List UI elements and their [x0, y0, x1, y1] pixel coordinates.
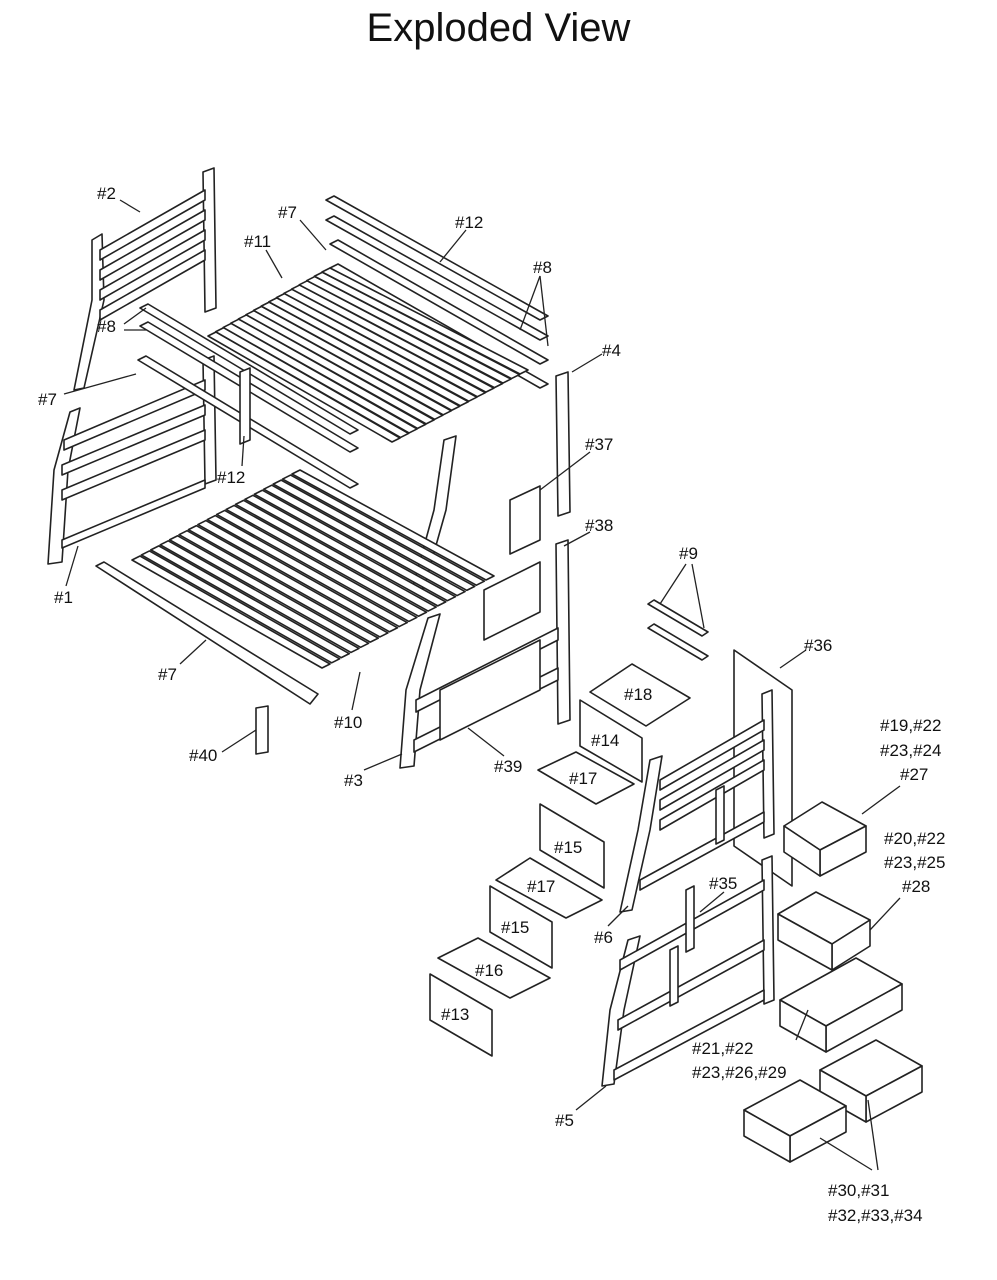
- label-drawer-28-c: #28: [902, 877, 930, 896]
- part-12-post: [239, 367, 251, 445]
- part-12-rail: [325, 195, 549, 321]
- label-part-2: #2: [97, 184, 116, 203]
- slat: [262, 484, 466, 597]
- slat: [234, 499, 437, 612]
- label-part-35: #35: [709, 874, 737, 893]
- part-1-headboard: [47, 355, 217, 565]
- label-part-10: #10: [334, 713, 362, 732]
- label-part-7: #7: [38, 390, 57, 409]
- slat: [159, 540, 360, 654]
- part-2-headboard: [73, 167, 217, 391]
- label-part-7: #7: [158, 665, 177, 684]
- part-4-post: [555, 371, 571, 517]
- part-3-end-frame: [399, 435, 571, 769]
- part-16-step: [437, 937, 551, 999]
- part-17-step: [537, 751, 635, 805]
- part-14-panel: [579, 699, 643, 783]
- label-part-40: #40: [189, 746, 217, 765]
- part-7-rail: [95, 561, 319, 705]
- part-13-panel: [429, 973, 493, 1057]
- slat: [197, 519, 399, 633]
- part-6-frame: [619, 689, 775, 913]
- drawer-31: [743, 1079, 847, 1163]
- slat: [150, 545, 351, 659]
- label-part-16: #16: [475, 961, 503, 980]
- part-15-panel: [489, 885, 553, 969]
- label-part-14: #14: [591, 731, 619, 750]
- upper-bed-slats: [207, 267, 529, 443]
- slat: [253, 489, 457, 602]
- slat: [168, 534, 370, 649]
- slat: [140, 550, 341, 664]
- drawer-29: [779, 957, 903, 1053]
- label-part-4: #4: [602, 341, 621, 360]
- part-5-frame: [601, 855, 775, 1087]
- part-9-rail: [647, 599, 709, 637]
- label-drawer-29-a: #21,#22: [692, 1039, 753, 1058]
- label-part-17: #17: [527, 877, 555, 896]
- leader-lines: [63, 199, 901, 1171]
- part-8-rail: [329, 239, 549, 365]
- part-40-support: [255, 705, 269, 755]
- label-part-8: #8: [533, 258, 552, 277]
- label-drawers-30-a: #30,#31: [828, 1181, 889, 1200]
- label-part-15: #15: [501, 918, 529, 937]
- label-part-12: #12: [217, 468, 245, 487]
- slat: [225, 504, 428, 618]
- label-part-39: #39: [494, 757, 522, 776]
- label-drawer-29-b: #23,#26,#29: [692, 1063, 787, 1082]
- label-part-13: #13: [441, 1005, 469, 1024]
- label-part-38: #38: [585, 516, 613, 535]
- label-drawer-27-b: #23,#24: [880, 741, 941, 760]
- label-part-6: #6: [594, 928, 613, 947]
- label-part-1: #1: [54, 588, 73, 607]
- part-9-rail: [647, 623, 709, 661]
- drawer-30: [819, 1039, 923, 1123]
- diagram-title: Exploded View: [366, 6, 631, 50]
- part-labels: #2 #7 #12 #11 #8 #8 #4 #7 #37 #12 #38 #9…: [38, 184, 945, 1225]
- label-drawer-27-a: #19,#22: [880, 716, 941, 735]
- label-part-8: #8: [97, 317, 116, 336]
- label-part-36: #36: [804, 636, 832, 655]
- part-18-step: [589, 663, 691, 727]
- label-drawer-28-a: #20,#22: [884, 829, 945, 848]
- slat: [281, 474, 486, 586]
- part-12-rail: [325, 215, 549, 341]
- slat: [291, 469, 495, 581]
- slat: [272, 479, 476, 592]
- label-part-5: #5: [555, 1111, 574, 1130]
- label-drawer-28-b: #23,#25: [884, 853, 945, 872]
- label-part-15: #15: [554, 838, 582, 857]
- slat: [215, 509, 418, 623]
- slat: [321, 267, 529, 375]
- label-drawers-30-b: #32,#33,#34: [828, 1206, 923, 1225]
- label-part-18: #18: [624, 685, 652, 704]
- label-part-7: #7: [278, 203, 297, 222]
- part-17-step: [495, 857, 603, 919]
- slat: [206, 514, 408, 628]
- label-drawer-27-c: #27: [900, 765, 928, 784]
- slat: [244, 494, 447, 607]
- lower-bed-slats: [131, 469, 495, 669]
- label-part-17: #17: [569, 769, 597, 788]
- slat: [178, 529, 380, 643]
- drawer-27: [783, 801, 867, 877]
- label-part-37: #37: [585, 435, 613, 454]
- label-part-11: #11: [244, 232, 271, 251]
- bed-parts: [47, 167, 923, 1163]
- slat: [131, 555, 331, 669]
- label-part-3: #3: [344, 771, 363, 790]
- part-15-panel: [539, 803, 605, 889]
- label-part-9: #9: [679, 544, 698, 563]
- slat: [187, 524, 389, 638]
- label-part-12: #12: [455, 213, 483, 232]
- drawer-28: [777, 891, 871, 971]
